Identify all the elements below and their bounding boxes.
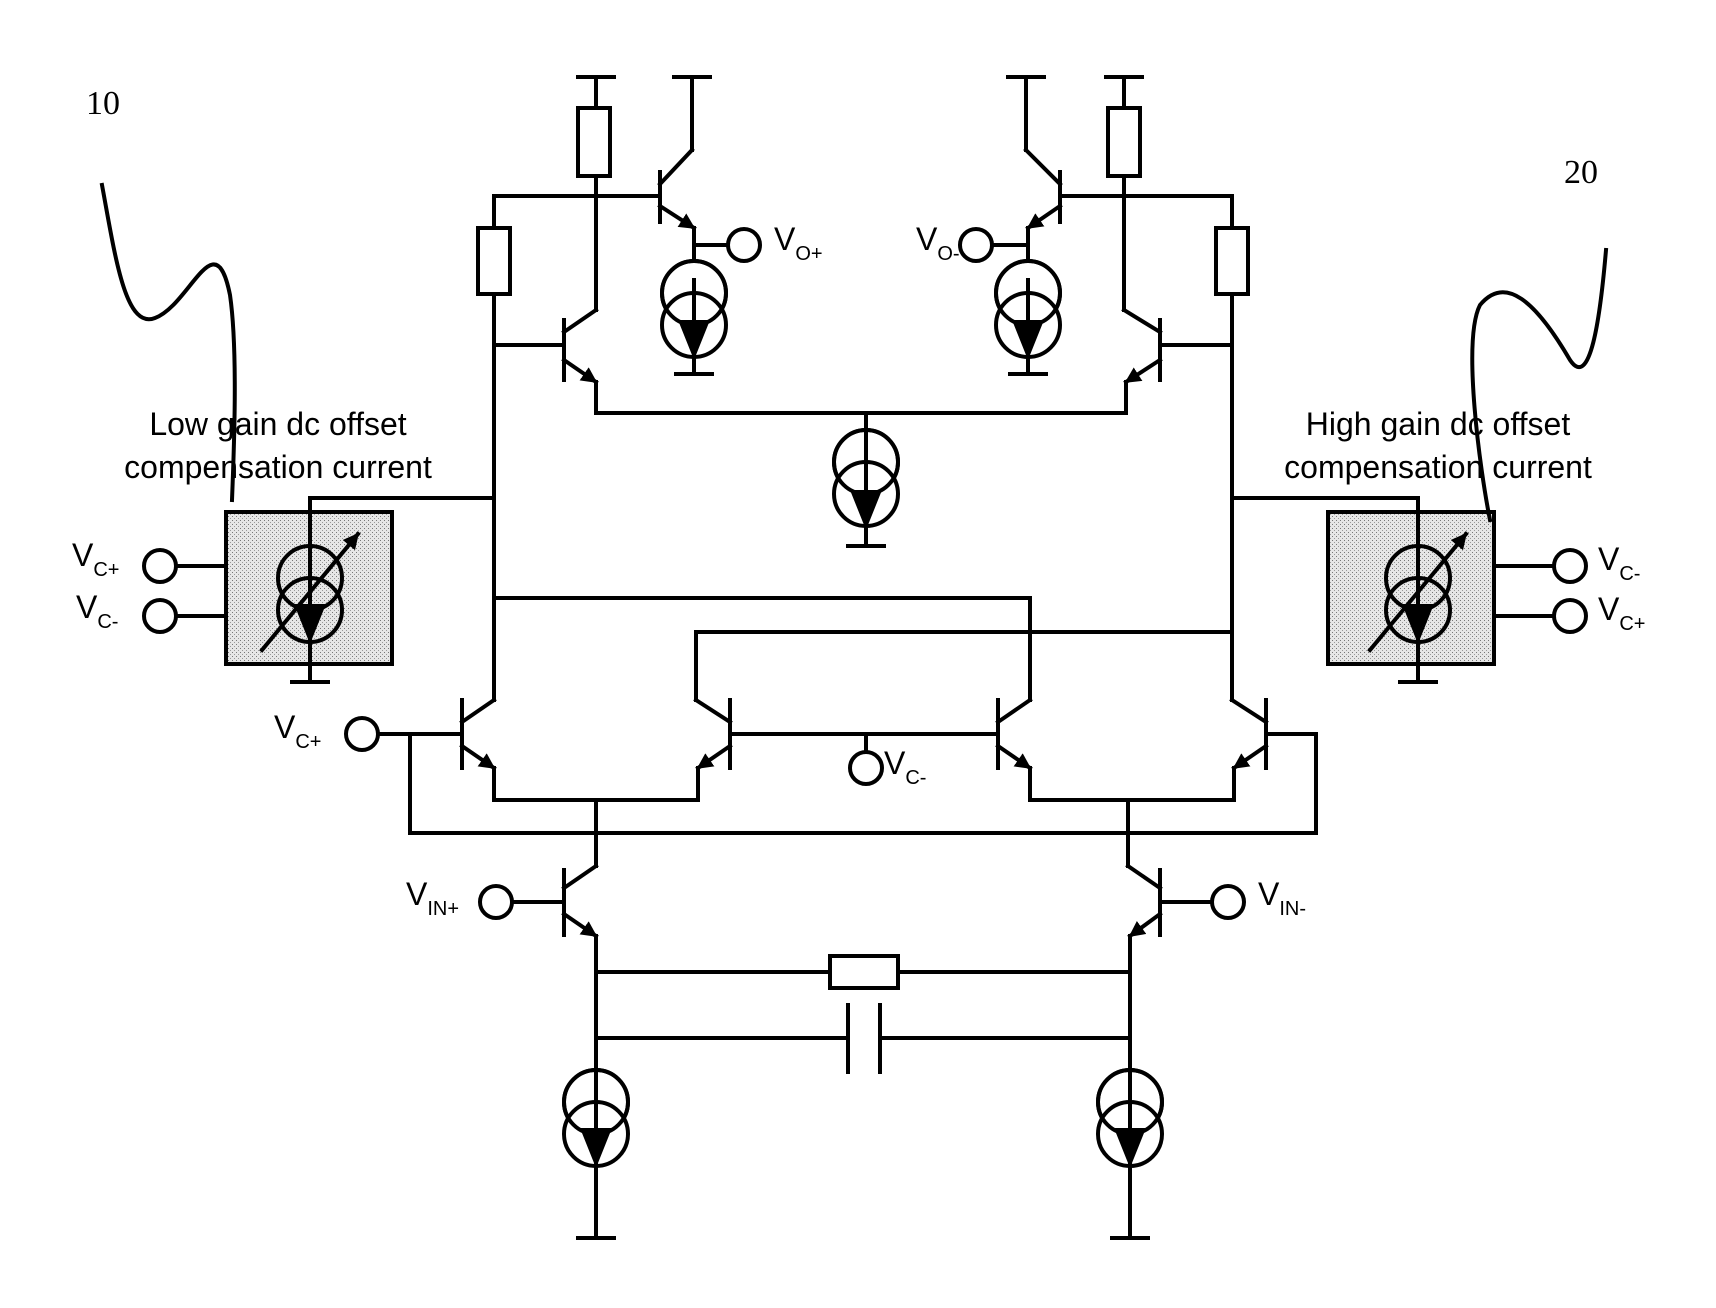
switch-transistor-4	[1232, 700, 1266, 800]
vc-plus-mid-label: VC+	[274, 709, 321, 753]
degeneration-capacitor	[596, 1005, 1130, 1072]
vc-minus-mid-label: VC-	[884, 745, 926, 789]
vc-minus-left-block-terminal[interactable]	[144, 600, 176, 632]
vo-minus-terminal[interactable]	[960, 229, 992, 261]
reference-numeral-10: 10	[86, 85, 120, 122]
vo-minus-label: VO-	[916, 221, 960, 265]
vc-plus-left-block-label: VC+	[72, 537, 119, 581]
input-current-source-right	[1098, 1070, 1162, 1238]
tail-current-source	[834, 413, 898, 546]
switch-transistor-3	[998, 700, 1030, 800]
vin-plus-label: VIN+	[406, 876, 459, 920]
supply-rails	[578, 77, 1142, 150]
vc-minus-mid-terminal[interactable]	[850, 752, 882, 784]
vin-minus-label: VIN-	[1258, 876, 1306, 920]
load-resistor-right	[1108, 108, 1140, 176]
vc-plus-right-block-label: VC+	[1598, 591, 1645, 635]
load-resistor-left	[578, 108, 610, 176]
vc-minus-left-block-label: VC-	[76, 589, 118, 633]
low-gain-caption-line2: compensation current	[124, 449, 432, 485]
vo-plus-terminal[interactable]	[728, 229, 760, 261]
input-current-source-left	[564, 1070, 628, 1238]
feedback-resistor-left	[478, 228, 510, 294]
vc-minus-right-block-terminal[interactable]	[1554, 550, 1586, 582]
vc-minus-right-block-label: VC-	[1598, 541, 1640, 585]
vin-plus-terminal[interactable]	[480, 886, 512, 918]
vin-minus-terminal[interactable]	[1212, 886, 1244, 918]
feedback-resistor-right	[1216, 228, 1248, 294]
output-current-source-left	[662, 261, 726, 374]
vo-plus-label: VO+	[774, 221, 823, 265]
vc-plus-right-block-terminal[interactable]	[1554, 600, 1586, 632]
switch-transistor-1	[462, 700, 494, 800]
vc-plus-left-block-terminal[interactable]	[144, 550, 176, 582]
degeneration-resistor	[830, 956, 898, 988]
gain-pair-left	[494, 310, 596, 413]
switch-transistor-2	[696, 700, 730, 800]
output-current-source-right	[996, 261, 1060, 374]
high-gain-caption-line2: compensation current	[1284, 449, 1592, 485]
gain-pair-right	[1124, 310, 1232, 413]
low-gain-caption-line1: Low gain dc offset	[149, 406, 406, 442]
vc-plus-mid-terminal[interactable]	[346, 718, 378, 750]
high-gain-caption-line1: High gain dc offset	[1306, 406, 1571, 442]
reference-numeral-20: 20	[1564, 154, 1598, 191]
